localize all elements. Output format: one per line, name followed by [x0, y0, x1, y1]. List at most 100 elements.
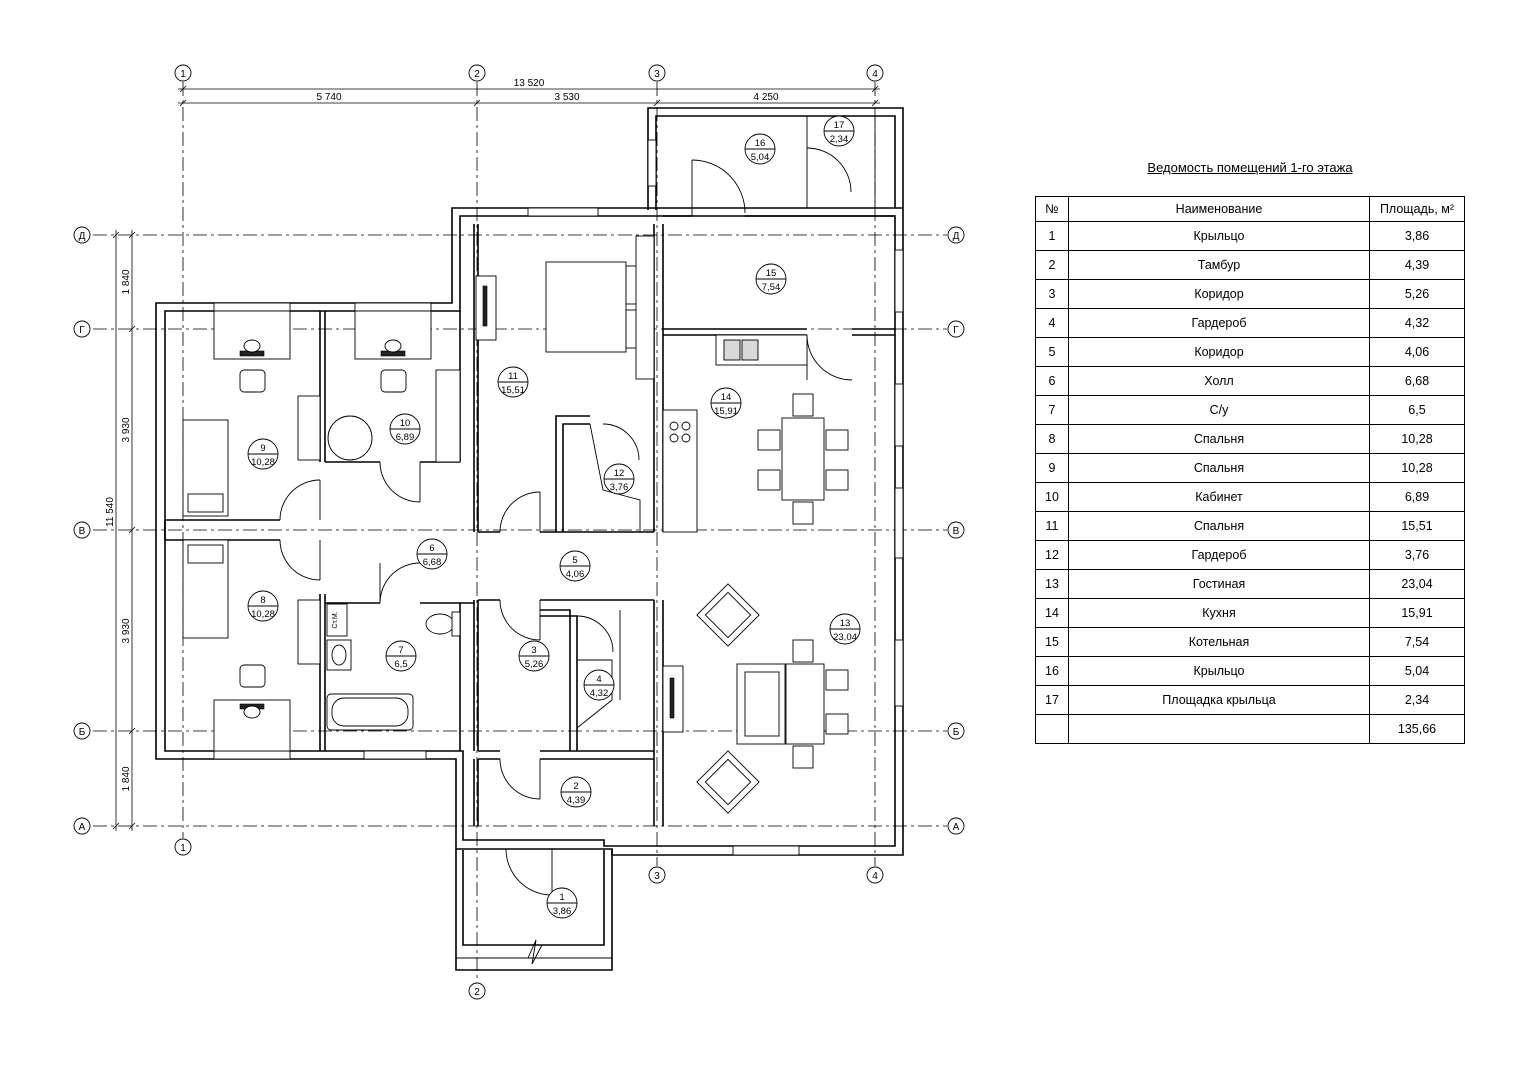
cell-number: 13 [1035, 569, 1069, 599]
svg-text:4,39: 4,39 [567, 795, 586, 806]
axis-D-left: Д [79, 231, 86, 242]
svg-text:7: 7 [398, 645, 403, 656]
cell-name: Котельная [1068, 627, 1370, 657]
axis-4-top: 4 [872, 69, 878, 80]
dimensions-top: 13 520 5 740 3 530 4 250 [178, 78, 880, 107]
dim-total-width: 13 520 [514, 78, 545, 89]
axis-grid [93, 82, 947, 980]
cell-area: 4,39 [1369, 250, 1465, 280]
exterior-walls [155, 107, 904, 971]
svg-text:9: 9 [260, 443, 265, 454]
svg-text:8: 8 [260, 595, 265, 606]
chair-room10 [380, 369, 407, 393]
cell-name: Гардероб [1068, 308, 1370, 338]
svg-text:17: 17 [834, 120, 845, 131]
cell-area: 7,54 [1369, 627, 1465, 657]
axis-G-left: Г [79, 325, 85, 336]
axis-3-bottom: 3 [654, 871, 660, 882]
cell-area: 3,86 [1369, 221, 1465, 251]
cell-number: 11 [1035, 511, 1069, 541]
toilet [425, 613, 455, 635]
room-tag-4: 4 4,32 [583, 669, 615, 701]
cell-name: Холл [1068, 366, 1370, 396]
room-tag-13: 13 23,04 [829, 613, 861, 645]
axis-4-bottom: 4 [872, 871, 878, 882]
cell-number: 3 [1035, 279, 1069, 309]
axis-G-right: Г [953, 325, 959, 336]
cell-area: 3,76 [1369, 540, 1465, 570]
cell-number: 6 [1035, 366, 1069, 396]
cell-name: Коридор [1068, 337, 1370, 367]
cell-area: 4,32 [1369, 308, 1465, 338]
cell-area: 4,06 [1369, 337, 1465, 367]
svg-text:11: 11 [508, 371, 518, 382]
cell-number: 4 [1035, 308, 1069, 338]
axis-1-top: 1 [180, 69, 186, 80]
svg-text:4,06: 4,06 [566, 569, 585, 580]
dining-table-living [785, 663, 825, 745]
cell-name: Спальня [1068, 453, 1370, 483]
room-tag-12: 12 3,76 [603, 463, 635, 495]
cell-area: 5,04 [1369, 656, 1465, 686]
doors [279, 147, 853, 896]
cell-name: Площадка крыльца [1068, 685, 1370, 715]
dim-span-D-G: 1 840 [121, 269, 132, 294]
room-tag-9: 9 10,28 [247, 438, 279, 470]
cell-area: 6,5 [1369, 395, 1465, 425]
cell-area: 6,68 [1369, 366, 1465, 396]
armchair-room10 [327, 415, 373, 461]
room-tags: 1 3,86 2 4,39 3 5,26 4 4,32 5 4,06 6 6,6… [247, 115, 861, 919]
axis-D-right: Д [953, 231, 960, 242]
schedule-header-row: № Наименование Площадь, м² [1035, 196, 1465, 222]
cell-name: Коридор [1068, 279, 1370, 309]
cell-number: 10 [1035, 482, 1069, 512]
desk-room8 [213, 699, 291, 752]
svg-text:3: 3 [531, 645, 536, 656]
windows [213, 139, 904, 856]
axis-A-left: А [79, 822, 86, 833]
room-tag-2: 2 4,39 [560, 776, 592, 808]
cell-number: 16 [1035, 656, 1069, 686]
cell-area: 6,89 [1369, 482, 1465, 512]
svg-text:5,26: 5,26 [525, 659, 544, 670]
cell-number: 9 [1035, 453, 1069, 483]
svg-text:13: 13 [840, 618, 851, 629]
axis-2-top: 2 [474, 69, 480, 80]
floor-plan: 1 2 3 4 1 2 3 4 Д Г В Б А Д Г В Б А [73, 64, 965, 1000]
shelf-room10 [435, 369, 461, 463]
svg-text:14: 14 [721, 392, 732, 403]
room-tag-5: 5 4,06 [559, 550, 591, 582]
dining-table-kitchen [781, 417, 825, 501]
cell-area: 10,28 [1369, 424, 1465, 454]
axis-3-top: 3 [654, 69, 660, 80]
cell-name: Кабинет [1068, 482, 1370, 512]
svg-text:2: 2 [573, 781, 578, 792]
axis-1-bottom: 1 [180, 843, 186, 854]
svg-text:15: 15 [766, 268, 777, 279]
cell-number: 1 [1035, 221, 1069, 251]
cell-name: Крыльцо [1068, 656, 1370, 686]
cell-number: 14 [1035, 598, 1069, 628]
room-tag-7: 7 6,5 [385, 640, 417, 672]
svg-text:5: 5 [572, 555, 577, 566]
axis-V-left: В [79, 526, 86, 537]
cell-name: Тамбур [1068, 250, 1370, 280]
wardrobe-room11 [635, 235, 655, 380]
cell-name: Кухня [1068, 598, 1370, 628]
furniture: Ст.М. [182, 235, 849, 814]
dim-span-2-3: 3 530 [554, 92, 579, 103]
